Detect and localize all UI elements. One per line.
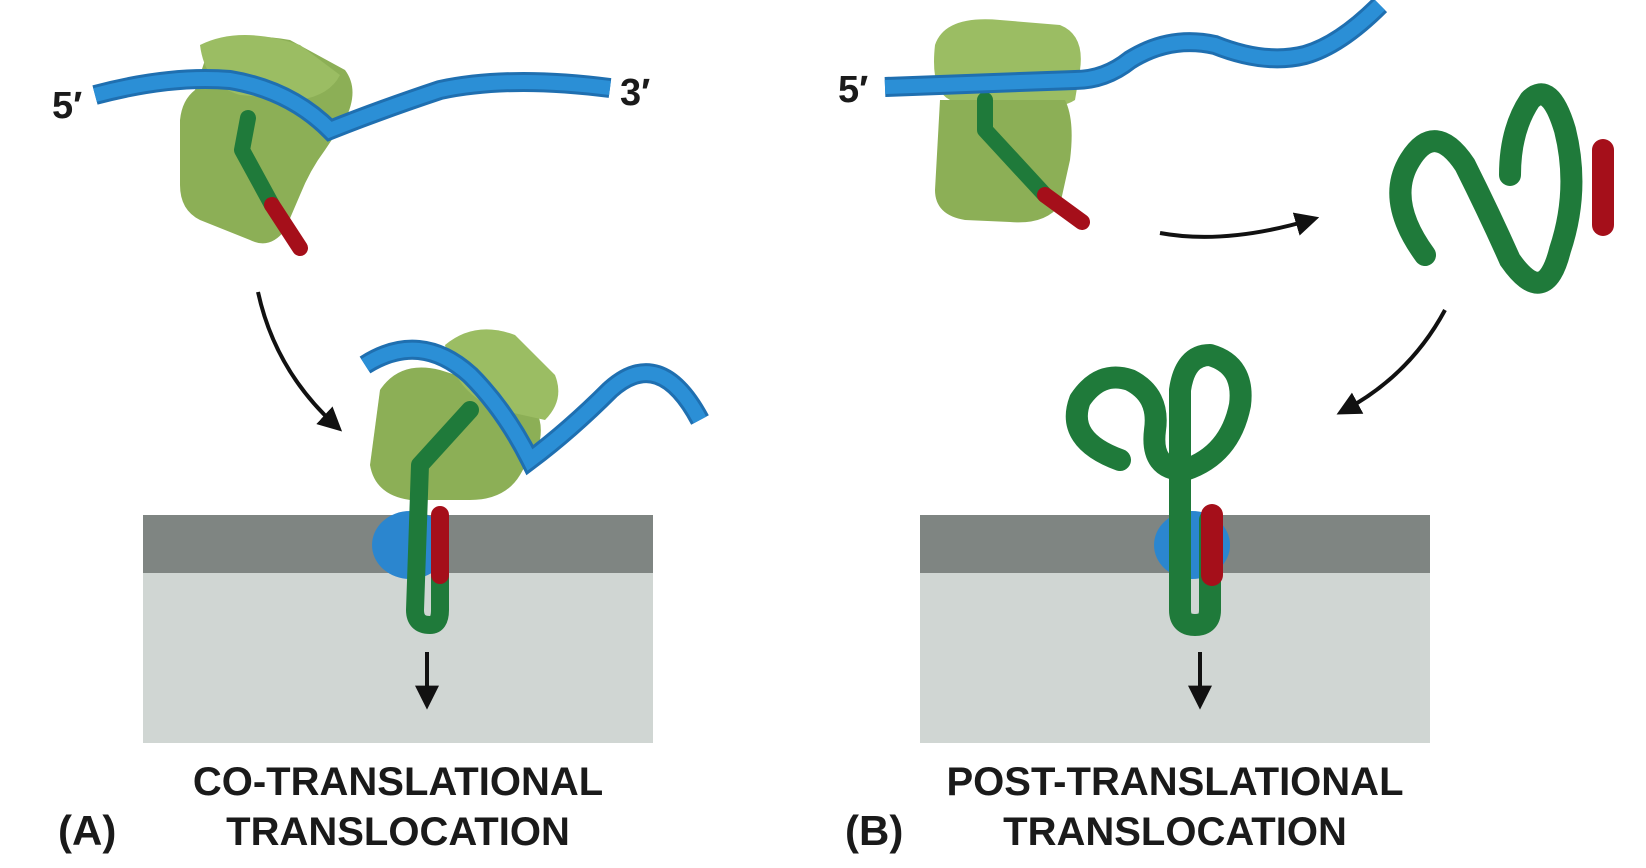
panel-b: 5′ POST-TRANSLATIONAL TRANSLOCATION (B) [838,0,1614,854]
er-lumen-a [143,573,653,743]
nascent-chain-a-bound [406,401,479,634]
panel-a: 5′ 3′ CO-TRANSLATIONAL TRANSLOCATION (A) [52,35,709,854]
five-prime-label-b: 5′ [838,69,868,111]
panel-b-letter: (B) [845,807,903,854]
arrow-b-to-membrane [1336,309,1447,415]
arrow-b-release [1159,212,1320,239]
panel-b-title-line2: TRANSLOCATION [1003,810,1347,854]
panel-b-title-line1: POST-TRANSLATIONAL [946,760,1403,804]
mrna-a-bound [361,342,707,471]
panel-a-letter: (A) [58,807,116,854]
five-prime-label-a: 5′ [52,85,82,127]
released-protein-b [1389,83,1583,294]
panel-a-title-line1: CO-TRANSLATIONAL [193,760,603,804]
mrna-b-free [884,0,1385,94]
protein-b-threading [1065,344,1252,636]
arrow-a-to-membrane [256,291,343,432]
nascent-chain-b-free [977,92,1053,203]
three-prime-label-a: 3′ [620,72,650,114]
nascent-chain-a-free [234,110,280,213]
signal-sequence-a-free [264,197,308,256]
panel-a-title-line2: TRANSLOCATION [226,810,570,854]
signal-sequence-b-free [1037,187,1090,230]
ribosome-b-free [934,19,1081,223]
